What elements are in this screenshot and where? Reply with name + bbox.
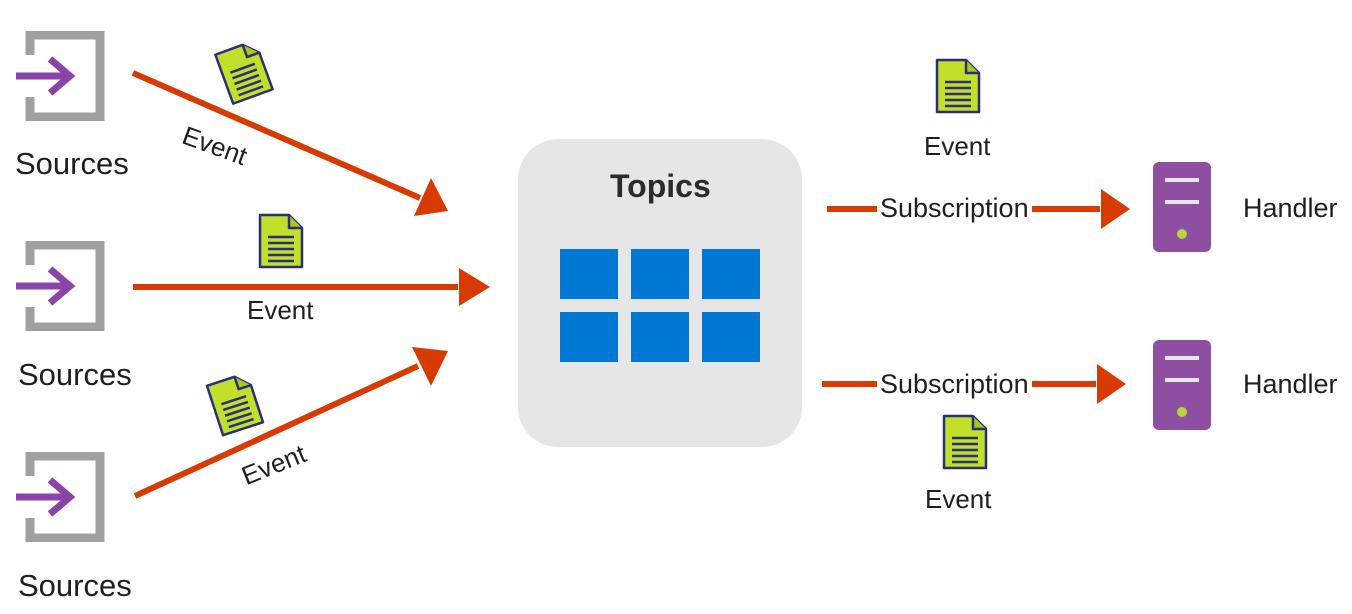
topic-tile: [702, 312, 760, 362]
topic-tile: [702, 249, 760, 299]
source-icon: [16, 35, 100, 117]
topic-tile: [631, 249, 689, 299]
event-label: Event: [247, 295, 314, 325]
event-document-icon: [935, 58, 981, 114]
source-label: Sources: [18, 357, 132, 392]
topics-box: Topics: [518, 139, 802, 447]
topic-tile: [631, 312, 689, 362]
handler-label: Handler: [1243, 369, 1338, 399]
event-document-icon: [214, 39, 274, 105]
source-label: Sources: [18, 568, 132, 603]
event-label: Event: [924, 131, 991, 161]
event-document-icon: [205, 371, 265, 437]
subscription-label: Subscription: [877, 195, 1032, 222]
event-document-icon: [258, 213, 304, 269]
inbound-arrow-3: [133, 347, 448, 499]
source-label: Sources: [15, 146, 129, 181]
source-icon: [16, 456, 100, 538]
event-document-icon: [942, 414, 988, 470]
handler-label: Handler: [1243, 193, 1338, 223]
handler-server-icon: [1153, 340, 1211, 430]
topics-title: Topics: [610, 168, 711, 204]
event-label: Event: [925, 484, 992, 514]
inbound-arrow-2: [133, 268, 490, 306]
handler-server-icon: [1153, 162, 1211, 252]
topic-tile: [560, 312, 618, 362]
topic-tile: [560, 249, 618, 299]
subscription-label: Subscription: [877, 371, 1032, 398]
source-icon: [16, 245, 100, 327]
inbound-arrow-1: [131, 70, 448, 216]
